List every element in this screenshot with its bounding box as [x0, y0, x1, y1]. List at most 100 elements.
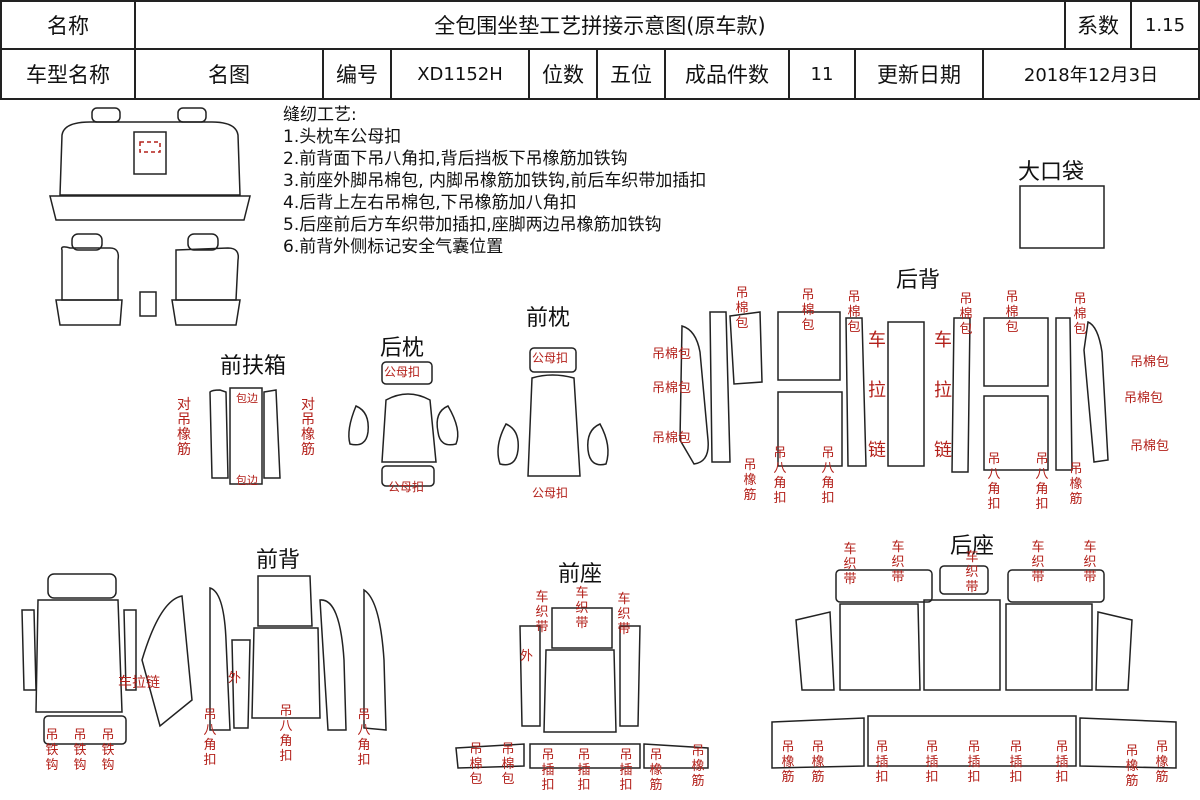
rear-back-side-left-outline	[679, 325, 709, 465]
annotation-label: 公母扣	[532, 486, 569, 500]
annotation-label: 吊铁钩	[73, 728, 87, 773]
annotation-label: 包边	[236, 474, 258, 487]
front-back-inner-strip-outline	[231, 639, 251, 729]
code-label: 编号	[336, 63, 378, 87]
annotation-label: 吊棉包	[652, 347, 692, 362]
seats-value-cell: 五位	[596, 48, 666, 100]
annotation-label: 车织带	[575, 586, 589, 631]
big-pocket-title: 大口袋	[1018, 160, 1085, 185]
front-seat-skirt-right-outline	[643, 743, 709, 769]
annotation-label: 外	[228, 671, 242, 686]
sewing-notes: 缝纫工艺: 1.头枕车公母扣 2.前背面下吊八角扣,背后挡板下吊橡筋加铁钩 3.…	[283, 104, 706, 258]
front-headrest-pieces	[497, 347, 609, 477]
annotation-label: 吊八角扣	[357, 708, 371, 768]
annotation-label: 吊棉包	[801, 288, 815, 333]
rear-seat-skirt-right-outline	[1079, 717, 1177, 769]
rear-back-lower-right-outline	[983, 395, 1049, 471]
annotation-label: 包边	[236, 392, 258, 405]
annotation-label: 拉	[934, 380, 952, 401]
annotation-label: 吊插扣	[875, 740, 889, 785]
name-label: 名称	[47, 14, 89, 38]
annotation-label: 吊八角扣	[279, 704, 293, 764]
annotation-label: 吊棉包	[847, 290, 861, 335]
notes-line: 5.后座前后方车织带加插扣,座脚两边吊橡筋加铁钩	[283, 215, 662, 235]
front-back-wing-left-outline	[141, 595, 193, 728]
front-right-back-outline	[175, 247, 240, 301]
annotation-label: 对吊橡筋	[301, 397, 315, 458]
rear-seat-side-left-outline	[795, 611, 835, 691]
front-seat-title: 前座	[558, 562, 603, 587]
annotation-label: 吊插扣	[619, 748, 633, 793]
front-back-title: 前背	[256, 548, 301, 573]
rear-seat-skirt-center-outline	[867, 715, 1077, 767]
annotation-label: 吊橡筋	[1069, 462, 1083, 507]
annotation-label: 吊棉包	[1124, 391, 1164, 406]
front-seat-skirt-center-outline	[529, 743, 641, 769]
front-back-bottom-left-outline	[43, 715, 127, 745]
armbox-side-right-outline	[263, 389, 281, 479]
rear-headrest-bottom-outline	[381, 465, 435, 487]
coef-value-cell: 1.15	[1130, 0, 1200, 50]
front-seat-skirt-left-outline	[455, 743, 525, 769]
rear-seat-skirt-left-outline	[771, 717, 865, 769]
front-back-side-left-outline	[21, 609, 37, 691]
front-seat-center-outline	[543, 649, 617, 733]
pieces-label: 成品件数	[685, 63, 769, 87]
model-label: 车型名称	[26, 63, 110, 87]
big-pocket-outline	[1019, 185, 1105, 249]
rear-seat-top-right-outline	[1007, 569, 1105, 603]
rear-headrest-side-left-outline	[348, 405, 369, 446]
annotation-label: 吊插扣	[967, 740, 981, 785]
rear-back-center-outline	[887, 321, 925, 467]
model-value: 名图	[208, 63, 250, 87]
annotation-label: 外	[520, 649, 534, 664]
annotation-label: 吊铁钩	[45, 728, 59, 773]
front-back-outer-strip-outline	[209, 587, 231, 731]
diagram-title: 全包围坐垫工艺拼接示意图(原车款)	[434, 14, 766, 38]
rear-back-lower-left-outline	[777, 391, 843, 467]
pieces-value: 11	[810, 63, 834, 85]
annotation-label: 吊插扣	[925, 740, 939, 785]
annotation-label: 吊橡筋	[691, 744, 705, 789]
annotation-label: 吊插扣	[577, 748, 591, 793]
annotation-label: 吊橡筋	[781, 740, 795, 785]
rear-bench-back-outline	[59, 121, 241, 196]
rear-seat-top-left-outline	[835, 569, 933, 603]
front-right-headrest-outline	[187, 233, 219, 251]
front-back-wing-right-outline	[363, 588, 387, 731]
annotation-label: 吊八角扣	[773, 446, 787, 506]
front-left-back-outline	[60, 246, 120, 301]
annotation-label: 吊棉包	[1130, 439, 1170, 454]
front-headrest-top-outline	[529, 347, 577, 373]
rear-headrest-pieces	[348, 361, 459, 487]
rear-back-strip-b-outline	[729, 311, 763, 385]
annotation-label: 吊插扣	[541, 748, 555, 793]
rear-seat-right-cushion-outline	[1005, 603, 1093, 691]
annotation-label: 吊橡筋	[649, 748, 663, 793]
annotation-label: 吊棉包	[469, 742, 483, 787]
rear-seat-side-right-outline	[1095, 611, 1133, 691]
annotation-label: 吊棉包	[1073, 292, 1087, 337]
annotation-label: 吊橡筋	[743, 458, 757, 503]
rear-headrest-right-outline	[177, 107, 207, 123]
annotation-label: 吊八角扣	[821, 446, 835, 506]
code-value: XD1152H	[417, 63, 503, 85]
front-back-side-right-outline	[123, 609, 137, 691]
annotation-label: 车织带	[965, 550, 979, 595]
model-label-cell: 车型名称	[0, 48, 136, 100]
seat-overview-illustration	[49, 107, 251, 326]
rear-back-upper-right-outline	[983, 317, 1049, 387]
front-armbox-outline	[139, 291, 157, 317]
notes-line: 4.后背上左右吊棉包,下吊橡筋加八角扣	[283, 193, 577, 213]
rear-headrest-front-outline	[381, 393, 437, 463]
annotation-label: 吊棉包	[959, 292, 973, 337]
annotation-label: 车拉链	[118, 675, 160, 691]
pieces-value-cell: 11	[788, 48, 856, 100]
rear-back-strip-a-outline	[709, 311, 731, 463]
front-armbox-pieces	[209, 387, 281, 485]
annotation-label: 吊棉包	[501, 742, 515, 787]
rear-seat-center-cushion-outline	[923, 599, 1001, 691]
front-right-cushion-outline	[171, 299, 241, 326]
rear-back-strip-d-outline	[951, 317, 971, 473]
